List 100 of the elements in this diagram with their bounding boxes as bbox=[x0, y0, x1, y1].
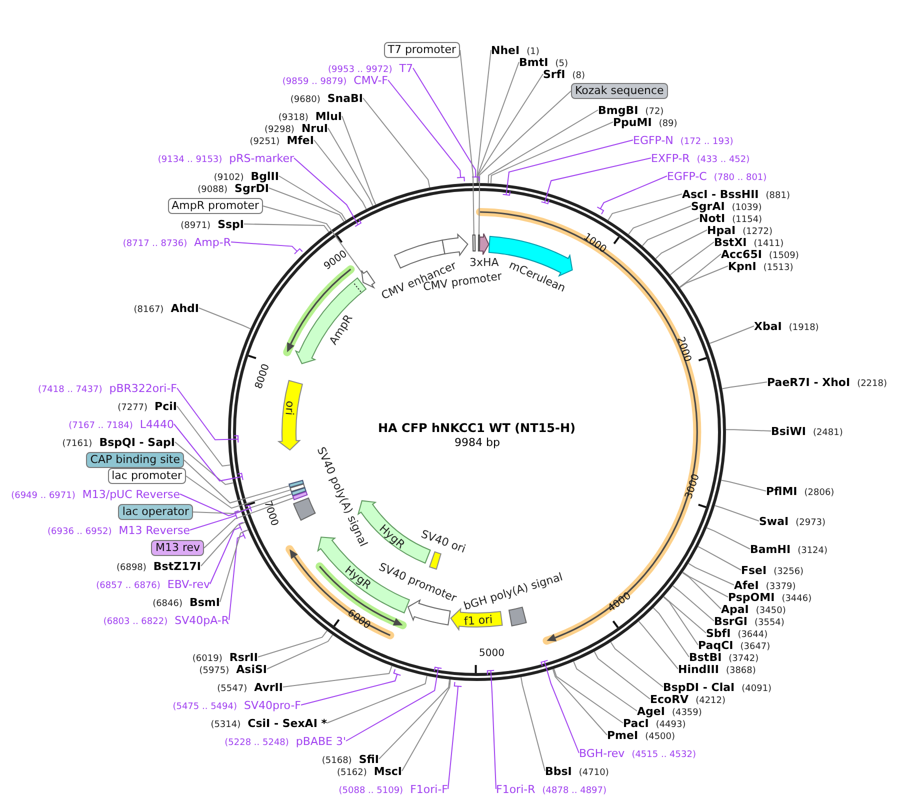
leader-line bbox=[204, 497, 294, 548]
primer-name: EGFP-N bbox=[633, 134, 674, 146]
enzyme-name: SgrDI bbox=[234, 182, 269, 194]
leader-line bbox=[573, 661, 638, 712]
primer-name: F1ori-R bbox=[496, 782, 536, 796]
enzyme-name: BstBI bbox=[689, 650, 722, 664]
enzyme-name: SrfI bbox=[543, 68, 566, 80]
cut-site-position: (1) bbox=[526, 46, 540, 56]
cut-site-position: (1272) bbox=[742, 226, 773, 236]
primer-name: CMV-F bbox=[354, 74, 388, 86]
leader-line bbox=[378, 679, 450, 760]
leader-line bbox=[268, 188, 344, 222]
leader-line bbox=[628, 206, 692, 235]
leader-line bbox=[262, 206, 364, 274]
enzyme-name: AvrII bbox=[254, 680, 283, 694]
feature-tag: M13 rev bbox=[151, 540, 204, 556]
cut-site-position: (7161) bbox=[62, 438, 92, 448]
primer-position: (172 .. 193) bbox=[680, 136, 734, 146]
leader-line bbox=[698, 546, 742, 570]
leader-line bbox=[176, 406, 231, 467]
primer-position: (9859 .. 9879) bbox=[282, 76, 347, 86]
cut-site-position: (3446) bbox=[782, 594, 812, 604]
enzyme-name: BspDI - ClaI bbox=[663, 680, 735, 694]
enzyme-name: AgeI bbox=[637, 704, 665, 718]
leader-line bbox=[294, 158, 362, 227]
enzyme-name: EcoRV bbox=[650, 692, 689, 706]
primer-position: (7167 .. 7184) bbox=[68, 420, 133, 430]
leader-line bbox=[244, 224, 330, 232]
leader-line bbox=[478, 90, 572, 236]
enzyme-name: AhdI bbox=[170, 302, 199, 314]
cut-site-position: (2806) bbox=[804, 488, 834, 498]
cut-site-position: (5162) bbox=[336, 768, 367, 778]
leader-line bbox=[278, 176, 346, 221]
primer-name: pRS-marker bbox=[229, 152, 294, 164]
leader-line bbox=[722, 382, 768, 390]
primer-position: (5088 .. 5109) bbox=[338, 786, 404, 796]
enzyme-name: MfeI bbox=[286, 134, 314, 146]
primer-name: M13 Reverse bbox=[118, 524, 190, 536]
primer-position: (6949 .. 6971) bbox=[11, 490, 76, 500]
feature-tag: lac promoter bbox=[108, 468, 186, 484]
leader-line bbox=[300, 668, 402, 706]
cut-site-position: (1039) bbox=[732, 202, 762, 212]
leader-line bbox=[486, 670, 496, 790]
leader-line bbox=[460, 50, 474, 236]
leader-line bbox=[328, 128, 374, 206]
leader-line bbox=[448, 682, 462, 790]
enzyme-name: PmeI bbox=[607, 728, 638, 742]
primer-position: (9953 .. 9972) bbox=[328, 64, 392, 74]
primer-name: T7 bbox=[399, 62, 413, 74]
cut-site-position: (9298) bbox=[264, 124, 294, 134]
cut-site-position: (5) bbox=[555, 58, 568, 68]
leader-line bbox=[540, 158, 652, 204]
cut-site-position: (1509) bbox=[768, 250, 799, 260]
leader-line bbox=[266, 634, 334, 670]
primer-position: (433 .. 452) bbox=[696, 154, 750, 164]
leader-line bbox=[282, 666, 392, 688]
primer-position: (6803 .. 6822) bbox=[103, 616, 168, 626]
enzyme-name: BmtI bbox=[519, 56, 548, 68]
enzyme-name: BamHI bbox=[750, 542, 791, 556]
feature-tag: Kozak sequence bbox=[571, 83, 668, 99]
primer-name: BGH-rev bbox=[579, 746, 625, 760]
leader-line bbox=[638, 620, 678, 670]
leader-line bbox=[596, 176, 668, 215]
enzyme-name: BsrGI bbox=[714, 614, 748, 628]
enzyme-name: AsiSI bbox=[236, 662, 267, 676]
leader-line bbox=[552, 668, 608, 736]
leader-line bbox=[553, 668, 624, 724]
enzyme-name: NotI bbox=[699, 212, 726, 224]
cut-site-position: (5314) bbox=[210, 720, 241, 730]
cut-site-position: (1513) bbox=[763, 262, 794, 272]
plasmid-length: 9984 bp bbox=[454, 436, 500, 448]
leader-line bbox=[176, 388, 239, 443]
cut-site-position: (3644) bbox=[738, 630, 768, 640]
leader-line bbox=[672, 585, 714, 622]
leader-line bbox=[228, 530, 247, 620]
enzyme-name: BsiWI bbox=[771, 424, 806, 438]
feature-label: 3xHA bbox=[470, 257, 499, 269]
primer-name: M13/pUC Reverse bbox=[82, 488, 180, 500]
enzyme-name: CsiI - SexAI * bbox=[248, 716, 327, 730]
cut-site-position: (6898) bbox=[116, 562, 146, 572]
leader-line bbox=[610, 642, 664, 688]
primer-name: pBABE 3' bbox=[296, 734, 346, 748]
cut-site-position: (9251) bbox=[250, 136, 280, 146]
cut-site-position: (2973) bbox=[796, 518, 826, 528]
cut-site-position: (9680) bbox=[290, 94, 320, 104]
primer-name: SV40pro-F bbox=[244, 698, 301, 712]
leader-line bbox=[258, 630, 328, 658]
cut-site-position: (1154) bbox=[732, 214, 762, 224]
leader-line bbox=[190, 510, 240, 530]
ring-tick-label: 3000 bbox=[683, 472, 702, 500]
leader-line bbox=[726, 429, 772, 432]
leader-line bbox=[663, 596, 698, 646]
cut-site-position: (9318) bbox=[278, 112, 308, 122]
cut-site-position: (9088) bbox=[198, 184, 228, 194]
enzyme-name: NruI bbox=[301, 122, 328, 134]
leader-line bbox=[720, 480, 766, 492]
leader-line bbox=[174, 442, 234, 486]
cut-site-position: (1411) bbox=[754, 238, 784, 248]
cut-site-position: (2481) bbox=[812, 428, 843, 438]
leader-line bbox=[342, 116, 376, 206]
